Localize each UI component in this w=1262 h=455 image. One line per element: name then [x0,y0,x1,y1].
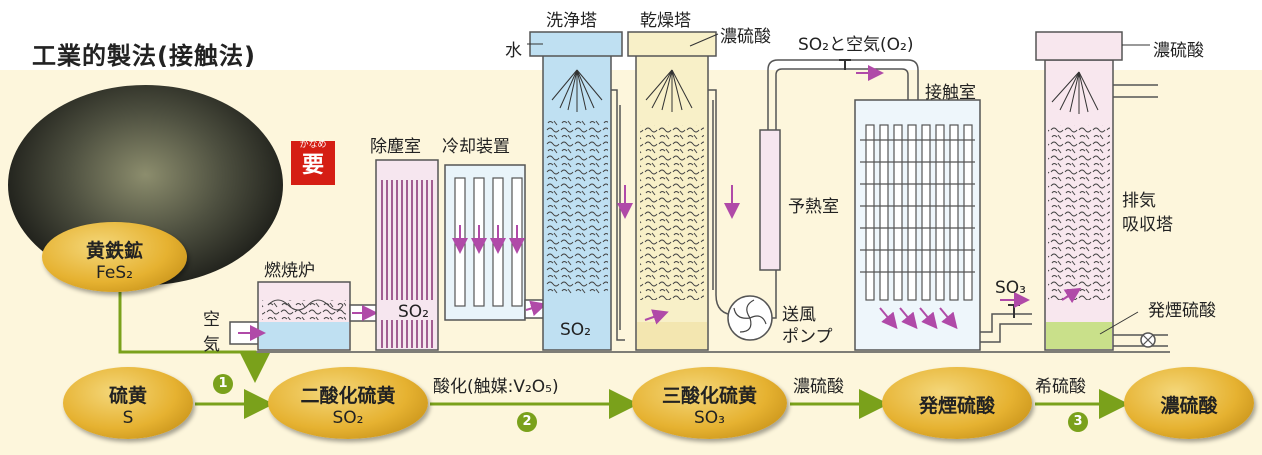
key-badge: かなめ 要 [291,140,335,185]
label-air-2: 気 [203,335,220,355]
step-number-2: 2 [517,412,537,432]
label-exhaust-2: 吸収塔 [1122,215,1173,235]
flow-node-label: 濃硫酸 [1160,395,1218,417]
ore-name: 黄鉄鉱 [85,240,143,262]
preheat-room [759,129,781,271]
label-pump-1: 送風 [782,305,816,325]
flow-node-label: 二酸化硫黄 [300,385,396,407]
flow-node-formula: SO₂ [332,408,364,428]
label-conc-acid-top: 濃硫酸 [1153,41,1204,61]
label-so2-air: SO₂と空気(O₂) [798,35,914,55]
label-dust-chamber: 除塵室 [370,137,421,157]
label-air-1: 空 [203,310,220,330]
arrow-ore [118,292,270,383]
label-exhaust-1: 排気 [1122,191,1156,211]
label-fuming: 発煙硫酸 [1148,301,1216,321]
flow-node-so3: 三酸化硫黄 SO₃ [632,367,787,439]
furnace-water [259,322,349,349]
label-conc-acid-dry: 濃硫酸 [720,27,771,47]
step-number-1: 1 [213,374,233,394]
flow-node-sulfur: 硫黄 S [63,367,193,439]
label-preheat: 予熱室 [788,197,839,217]
flow-node-fuming: 発煙硫酸 [882,367,1032,439]
flow-node-label: 硫黄 [108,385,147,407]
label-furnace: 燃焼炉 [264,261,315,281]
label-contact-room: 接触室 [925,83,976,103]
flow-node-conc: 濃硫酸 [1124,367,1254,439]
flow-node-formula: SO₃ [694,408,725,428]
flow-node-label: 三酸化硫黄 [661,385,757,407]
page-title: 工業的製法(接触法) [32,42,256,70]
flow-node-label: 発煙硫酸 [918,395,995,417]
label-water: 水 [505,41,522,61]
arrow-label-3: 濃硫酸 [793,377,844,397]
ore-formula: FeS₂ [96,263,133,283]
label-so2-dust: SO₂ [398,302,429,322]
label-cooler: 冷却装置 [442,137,510,157]
arrow-label-4: 希硫酸 [1035,377,1086,397]
contact-room [854,99,981,351]
ore-oval: 黄鉄鉱 FeS₂ [42,222,187,292]
key-badge-text: 要 [301,153,324,178]
label-wash-tower: 洗浄塔 [546,11,597,31]
key-badge-ruby: かなめ [299,140,327,150]
label-pump-2: ポンプ [782,327,833,347]
label-so2-wash: SO₂ [560,320,591,340]
label-dry-tower: 乾燥塔 [640,11,691,31]
flow-node-so2: 二酸化硫黄 SO₂ [268,367,428,439]
step-number-3: 3 [1068,412,1088,432]
arrow-label-2: 酸化(触媒:V₂O₅) [433,377,559,397]
label-so3-pipe: SO₃ [995,278,1026,298]
flow-node-formula: S [122,408,134,428]
